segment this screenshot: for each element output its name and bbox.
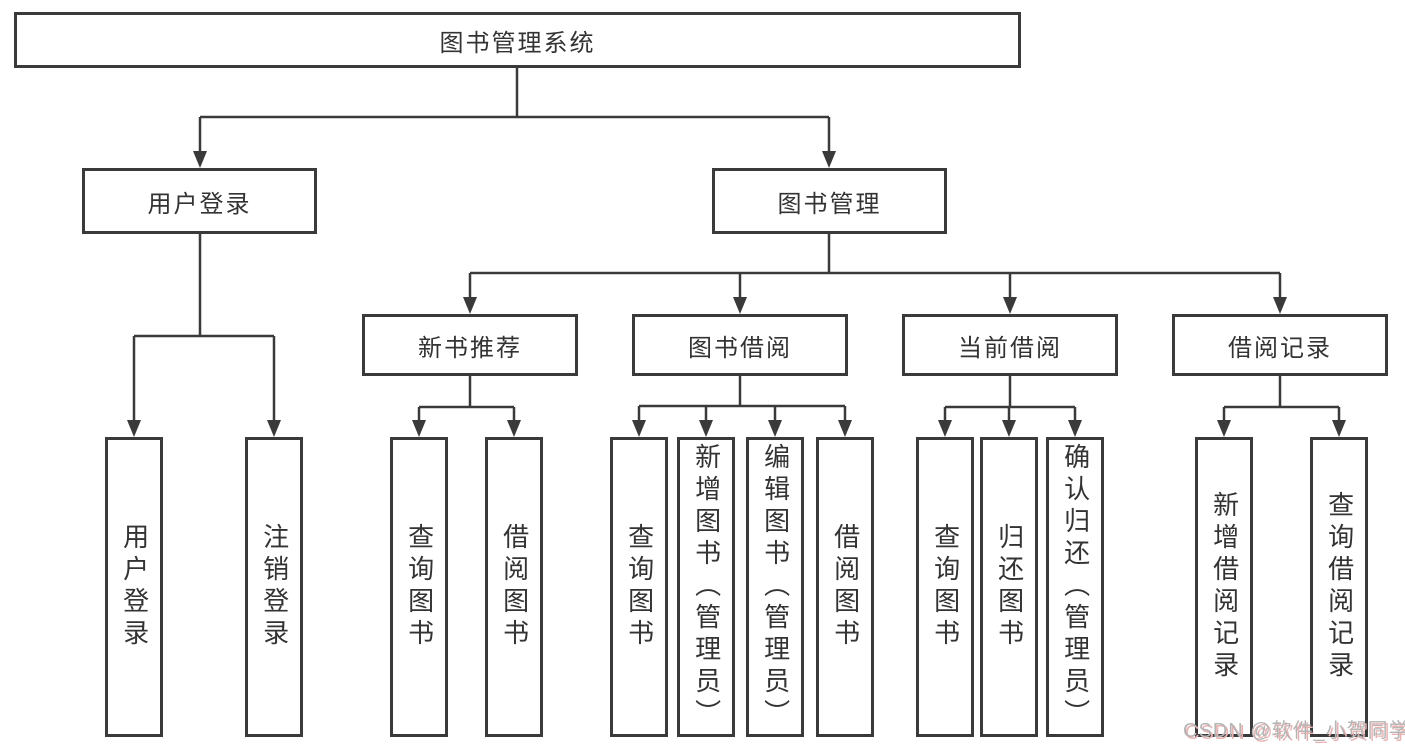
arrow-down-icon bbox=[507, 420, 521, 437]
leaf-borrow-books: 借阅图书 bbox=[485, 437, 543, 737]
arrow-down-icon bbox=[127, 420, 141, 437]
node-current-borrow: 当前借阅 bbox=[902, 314, 1118, 376]
leaf-label: 查询借阅记录 bbox=[1324, 491, 1355, 683]
connector-book-borrow-to-leaves bbox=[632, 376, 852, 437]
leaf-label: 新增图书（管理员） bbox=[691, 443, 722, 731]
arrow-down-icon bbox=[822, 151, 836, 168]
arrow-down-icon bbox=[1273, 297, 1287, 314]
node-label: 借阅记录 bbox=[1228, 334, 1332, 362]
leaf-query-books: 查询图书 bbox=[916, 437, 974, 737]
arrow-down-icon bbox=[632, 420, 646, 437]
leaf-label: 借阅图书 bbox=[499, 523, 530, 651]
arrow-down-icon bbox=[733, 297, 747, 314]
leaf-label: 查询图书 bbox=[930, 523, 961, 651]
arrow-down-icon bbox=[1002, 420, 1016, 437]
leaf-query-books: 查询图书 bbox=[610, 437, 668, 737]
leaf-confirm-return-admin: 确认归还（管理员） bbox=[1046, 437, 1104, 737]
node-root-system: 图书管理系统 bbox=[14, 12, 1021, 68]
leaf-label: 归还图书 bbox=[994, 523, 1025, 651]
connector-root-to-level2 bbox=[193, 68, 836, 168]
leaf-label: 查询图书 bbox=[624, 523, 655, 651]
connector-book-mgmt-to-level3 bbox=[463, 234, 1287, 314]
leaf-label: 用户登录 bbox=[119, 523, 150, 651]
node-label: 图书管理 bbox=[777, 190, 882, 218]
node-label: 当前借阅 bbox=[958, 334, 1062, 362]
connector-user-login-to-leaves bbox=[127, 234, 281, 437]
node-user-login-branch: 用户登录 bbox=[82, 168, 317, 234]
arrow-down-icon bbox=[1217, 420, 1231, 437]
leaf-label: 借阅图书 bbox=[830, 523, 861, 651]
arrow-down-icon bbox=[1068, 420, 1082, 437]
leaf-add-borrow-record: 新增借阅记录 bbox=[1195, 437, 1253, 737]
leaf-label: 新增借阅记录 bbox=[1209, 491, 1240, 683]
leaf-query-borrow-record: 查询借阅记录 bbox=[1310, 437, 1368, 737]
arrow-down-icon bbox=[768, 420, 782, 437]
node-root-label: 图书管理系统 bbox=[439, 29, 596, 57]
arrow-down-icon bbox=[838, 420, 852, 437]
arrow-down-icon bbox=[1332, 420, 1346, 437]
leaf-edit-books-admin: 编辑图书（管理员） bbox=[746, 437, 804, 737]
leaf-query-books: 查询图书 bbox=[390, 437, 448, 737]
connector-new-book-to-leaves bbox=[412, 376, 521, 437]
leaf-logout: 注销登录 bbox=[245, 437, 303, 737]
arrow-down-icon bbox=[938, 420, 952, 437]
arrow-down-icon bbox=[1003, 297, 1017, 314]
node-book-borrow: 图书借阅 bbox=[632, 314, 848, 376]
connector-current-borrow-to-leaves bbox=[938, 376, 1082, 437]
arrow-down-icon bbox=[193, 151, 207, 168]
leaf-label: 注销登录 bbox=[259, 523, 290, 651]
node-new-book-recommend: 新书推荐 bbox=[362, 314, 578, 376]
csdn-watermark: CSDN @软件_小贺同学 bbox=[1183, 720, 1405, 742]
leaf-borrow-books: 借阅图书 bbox=[816, 437, 874, 737]
node-borrow-records: 借阅记录 bbox=[1172, 314, 1388, 376]
leaf-return-books: 归还图书 bbox=[980, 437, 1038, 737]
leaf-label: 编辑图书（管理员） bbox=[760, 443, 791, 731]
node-label: 新书推荐 bbox=[418, 334, 522, 362]
leaf-user-login: 用户登录 bbox=[105, 437, 163, 737]
leaf-label: 查询图书 bbox=[404, 523, 435, 651]
arrow-down-icon bbox=[267, 420, 281, 437]
arrow-down-icon bbox=[412, 420, 426, 437]
connector-borrow-records-to-leaves bbox=[1217, 376, 1346, 437]
arrow-down-icon bbox=[699, 420, 713, 437]
node-book-management-branch: 图书管理 bbox=[712, 168, 947, 234]
node-label: 图书借阅 bbox=[688, 334, 792, 362]
leaf-label: 确认归还（管理员） bbox=[1060, 443, 1091, 731]
node-label: 用户登录 bbox=[147, 190, 252, 218]
leaf-add-books-admin: 新增图书（管理员） bbox=[677, 437, 735, 737]
arrow-down-icon bbox=[463, 297, 477, 314]
